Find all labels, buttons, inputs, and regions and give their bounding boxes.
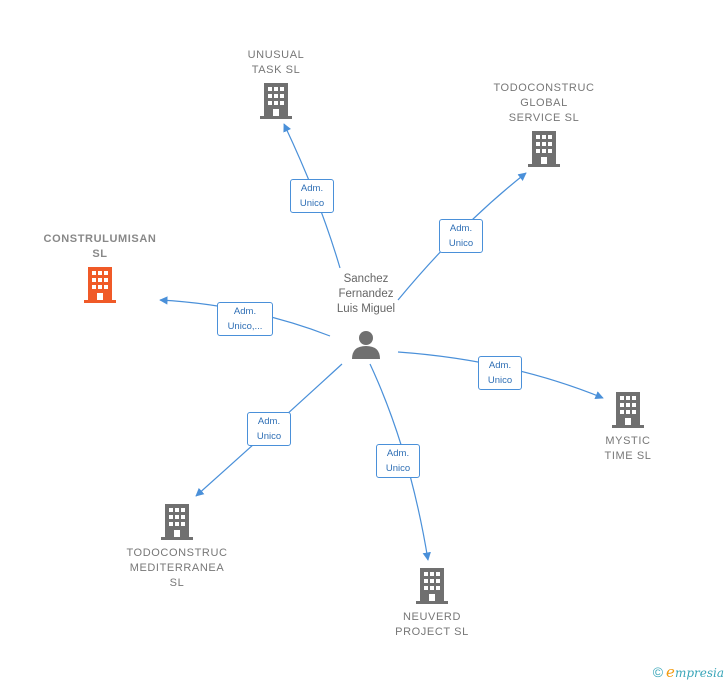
- company-todoconstruc-mediterranea[interactable]: TODOCONSTRUC MEDITERRANEA SL: [116, 504, 238, 591]
- role-box-unusual[interactable]: Adm. Unico: [290, 179, 334, 213]
- person-node[interactable]: Sanchez Fernandez Luis Miguel: [318, 272, 414, 359]
- company-unusual-task[interactable]: UNUSUAL TASK SL: [228, 48, 324, 119]
- role-line-2: Unico: [385, 463, 411, 474]
- role-line-2: Unico: [487, 375, 513, 386]
- brand-name: mpresia: [674, 666, 724, 680]
- company-todoconstruc-global[interactable]: TODOCONSTRUC GLOBAL SERVICE SL: [486, 81, 602, 167]
- role-box-mystic[interactable]: Adm. Unico: [478, 356, 522, 390]
- company-name: UNUSUAL TASK SL: [247, 49, 305, 76]
- role-line-1: Adm.: [300, 183, 324, 194]
- role-box-neuverd[interactable]: Adm. Unico: [376, 444, 420, 478]
- company-name: MYSTIC TIME SL: [604, 435, 652, 462]
- building-icon: [416, 568, 448, 604]
- building-icon: [161, 504, 193, 540]
- person-name: Sanchez Fernandez Luis Miguel: [336, 273, 396, 315]
- role-line-1: Adm.: [233, 306, 257, 317]
- company-name: TODOCONSTRUC GLOBAL SERVICE SL: [493, 82, 595, 124]
- building-icon: [84, 267, 116, 303]
- role-line-1: Adm.: [386, 448, 410, 459]
- role-line-2: Unico: [256, 431, 282, 442]
- company-name: NEUVERD PROJECT SL: [395, 611, 469, 638]
- copyright-symbol: ©: [652, 664, 664, 680]
- building-icon: [612, 392, 644, 428]
- company-mystic-time[interactable]: MYSTIC TIME SL: [580, 392, 676, 464]
- company-neuverd-project[interactable]: NEUVERD PROJECT SL: [384, 568, 480, 640]
- company-name: CONSTRULUMISAN SL: [43, 233, 157, 260]
- company-name: TODOCONSTRUC MEDITERRANEA SL: [126, 547, 228, 589]
- role-line-2: Unico: [448, 238, 474, 249]
- person-icon: [352, 331, 380, 359]
- role-line-1: Adm.: [488, 360, 512, 371]
- role-line-1: Adm.: [257, 416, 281, 427]
- role-line-2: Unico,...: [227, 321, 263, 332]
- role-line-2: Unico: [299, 198, 325, 209]
- building-icon: [528, 131, 560, 167]
- role-box-construlumisan[interactable]: Adm. Unico,...: [217, 302, 273, 336]
- building-icon: [260, 83, 292, 119]
- company-construlumisan[interactable]: CONSTRULUMISAN SL: [32, 232, 168, 303]
- role-line-1: Adm.: [449, 223, 473, 234]
- empresia-logo[interactable]: ©empresia: [653, 663, 724, 681]
- brand-e: e: [666, 663, 675, 681]
- role-box-todomed[interactable]: Adm. Unico: [247, 412, 291, 446]
- role-box-todoglobal[interactable]: Adm. Unico: [439, 219, 483, 253]
